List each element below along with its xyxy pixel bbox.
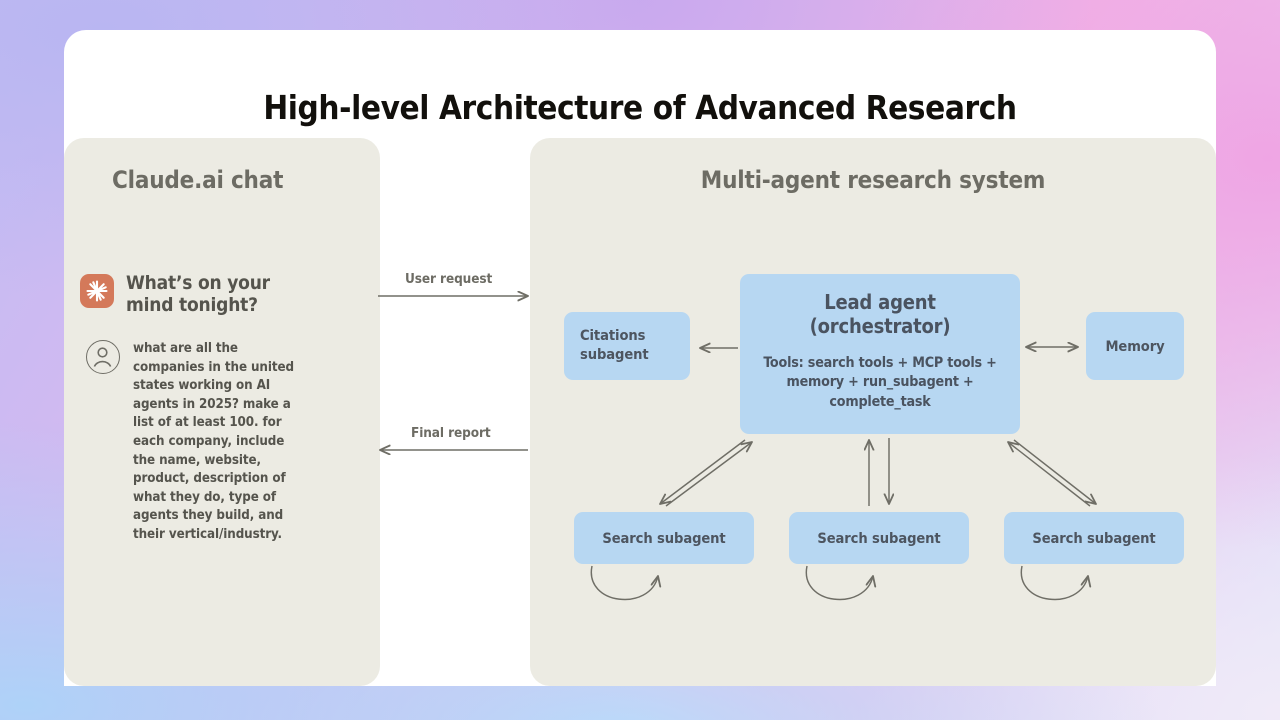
lead-agent-tools: Tools: search tools + MCP tools + memory… [763, 354, 997, 410]
lead-agent-title: Lead agent (orchestrator) [809, 290, 951, 339]
claude-chat-panel: Claude.ai chat [64, 138, 380, 686]
chat-greeting: What’s on your mind tonight? [80, 272, 286, 317]
chat-user-message: what are all the companies in the united… [86, 340, 309, 545]
user-query-text: what are all the companies in the united… [133, 341, 294, 543]
multi-agent-panel-title: Multi-agent research system [700, 166, 1046, 194]
claude-starburst-icon [80, 274, 114, 308]
title-card: High-level Architecture of Advanced Rese… [64, 30, 1216, 140]
user-avatar-icon [86, 340, 120, 374]
node-citations-subagent[interactable]: Citations subagent [564, 312, 690, 380]
claude-chat-panel-title: Claude.ai chat [112, 166, 284, 194]
greeting-text: What’s on your mind tonight? [126, 272, 270, 317]
page-title: High-level Architecture of Advanced Rese… [263, 88, 1017, 127]
node-search-subagent-1[interactable]: Search subagent [574, 512, 754, 564]
edge-label-final-report: Final report [411, 425, 491, 441]
node-search-subagent-2[interactable]: Search subagent [789, 512, 969, 564]
node-search-subagent-3[interactable]: Search subagent [1004, 512, 1184, 564]
edge-label-user-request: User request [405, 271, 493, 287]
node-memory[interactable]: Memory [1086, 312, 1184, 380]
node-lead-agent[interactable]: Lead agent (orchestrator) Tools: search … [740, 274, 1020, 434]
